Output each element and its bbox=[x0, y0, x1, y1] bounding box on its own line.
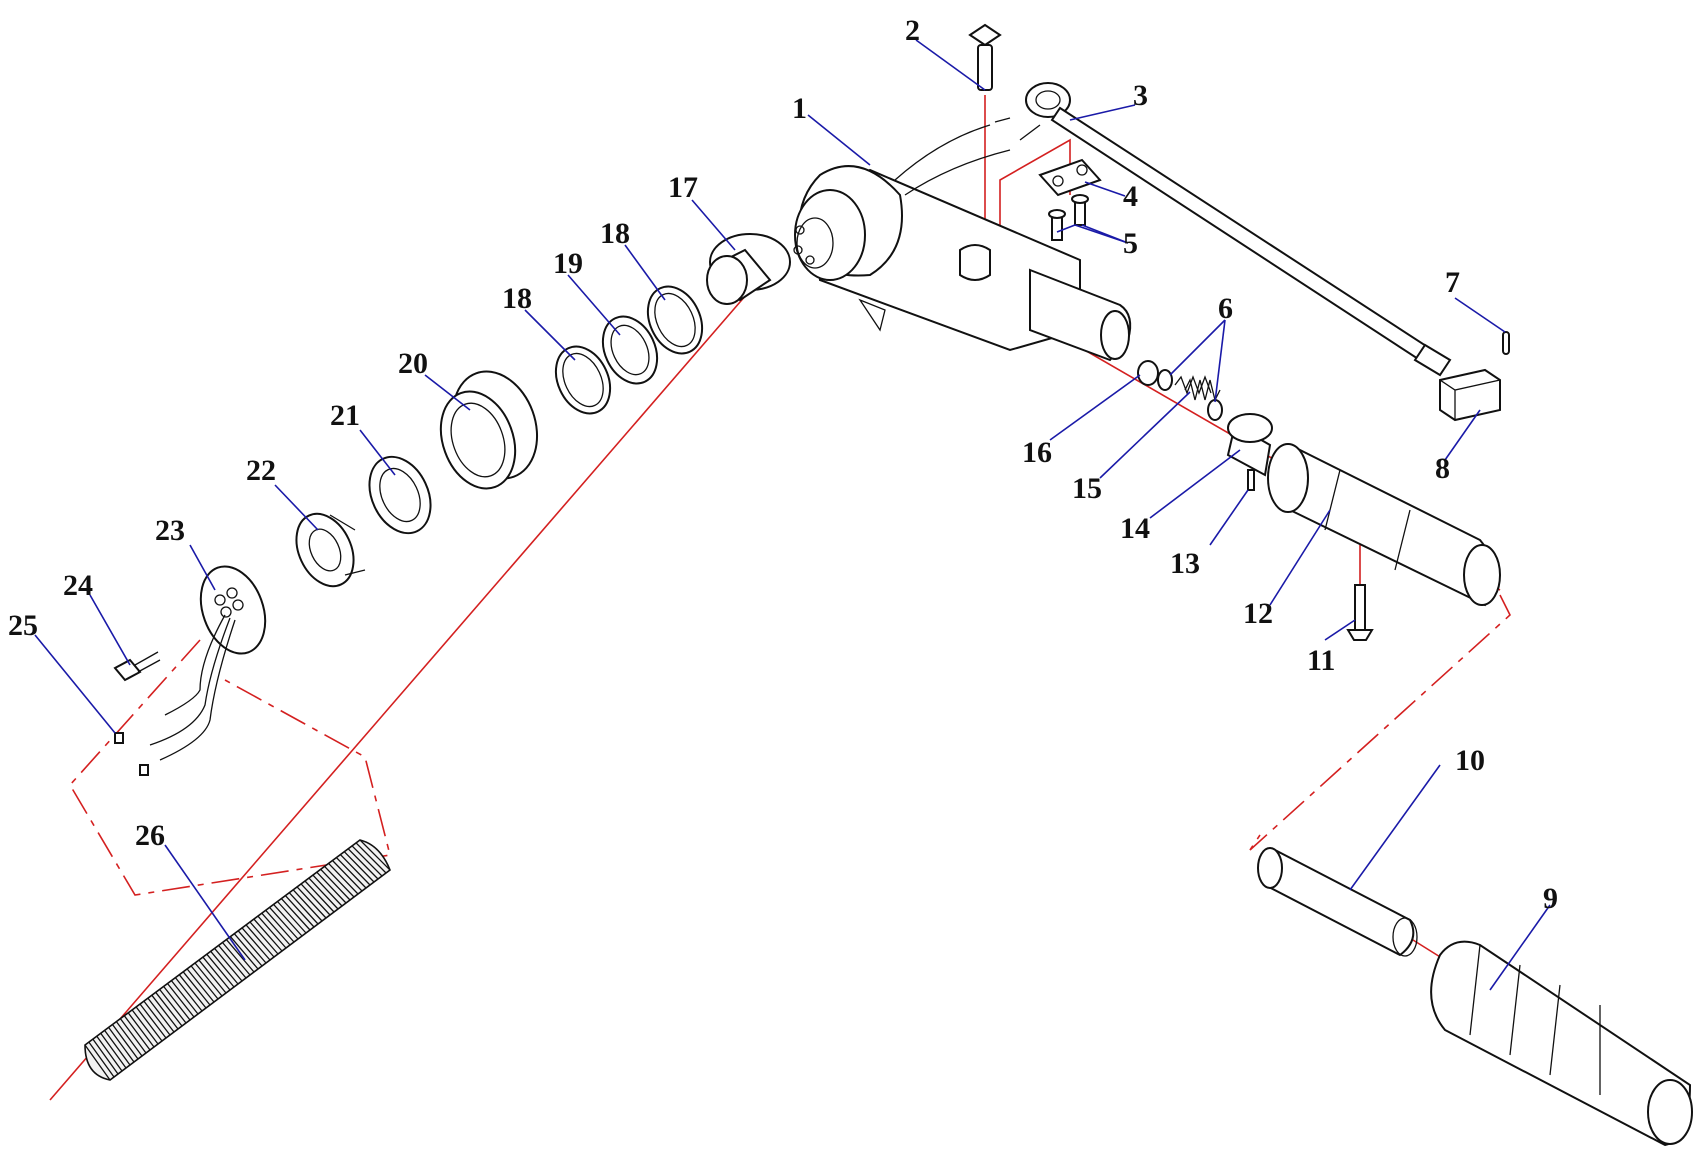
callout-13: 13 bbox=[1170, 547, 1200, 580]
main-axis-left bbox=[49, 249, 786, 1101]
callout-15: 15 bbox=[1072, 472, 1102, 505]
callout-12: 12 bbox=[1243, 597, 1273, 630]
callout-3: 3 bbox=[1133, 79, 1148, 112]
part-26-coil bbox=[84, 839, 391, 1081]
callout-19: 19 bbox=[553, 247, 583, 280]
callout-11: 11 bbox=[1307, 644, 1335, 677]
callout-8: 8 bbox=[1435, 452, 1450, 485]
callout-4: 4 bbox=[1123, 180, 1138, 213]
callout-1: 1 bbox=[792, 92, 807, 125]
callout-14: 14 bbox=[1120, 512, 1150, 545]
callout-2: 2 bbox=[905, 14, 920, 47]
callout-6: 6 bbox=[1218, 292, 1233, 325]
callout-18a: 18 bbox=[600, 217, 630, 250]
part-18-ring-right bbox=[646, 285, 704, 355]
part-5-screws bbox=[1048, 194, 1089, 241]
part-16-bushing bbox=[1137, 360, 1159, 386]
callout-22: 22 bbox=[246, 454, 276, 487]
callout-9: 9 bbox=[1543, 882, 1558, 915]
part-2-wing-pin bbox=[968, 23, 1002, 91]
part-9-grip bbox=[1430, 940, 1693, 1147]
part-18-ring-left bbox=[554, 345, 612, 415]
callout-24: 24 bbox=[63, 569, 93, 602]
part-15-spring bbox=[1184, 378, 1221, 402]
part-20-nut bbox=[439, 370, 539, 490]
part-22-flanged-sleeve bbox=[295, 512, 366, 588]
part-19-tab-washer bbox=[601, 315, 659, 385]
part-7-cotter-pin bbox=[1502, 331, 1510, 355]
part-23-terminal-disc bbox=[149, 565, 267, 761]
part-17-flange-bushing bbox=[706, 233, 791, 305]
part-1-housing bbox=[793, 124, 1132, 362]
part-8-bracket bbox=[1439, 368, 1501, 422]
part-24-bolt bbox=[113, 651, 161, 682]
callout-25: 25 bbox=[8, 609, 38, 642]
part-11-screw bbox=[1346, 584, 1374, 641]
part-10-cylinder bbox=[1257, 847, 1418, 957]
callout-5: 5 bbox=[1123, 227, 1138, 260]
part-25-screw bbox=[114, 732, 124, 744]
callout-26: 26 bbox=[135, 819, 165, 852]
callout-18b: 18 bbox=[502, 282, 532, 315]
part-6-washers bbox=[1157, 369, 1223, 421]
dash-box-26 bbox=[69, 639, 391, 896]
part-13-set-screw bbox=[1247, 469, 1255, 491]
leader-lines bbox=[34, 39, 1551, 991]
callout-10: 10 bbox=[1455, 744, 1485, 777]
part-4-plate bbox=[1038, 158, 1102, 197]
callout-21: 21 bbox=[330, 399, 360, 432]
dash-axis-10 bbox=[1249, 594, 1511, 851]
callout-23: 23 bbox=[155, 514, 185, 547]
parts bbox=[84, 23, 1693, 1147]
callouts: 1 2 3 4 5 6 7 8 9 10 11 12 13 14 15 16 1… bbox=[8, 14, 1558, 915]
callout-17: 17 bbox=[668, 171, 698, 204]
part-12-sleeve bbox=[1267, 443, 1501, 607]
callout-16: 16 bbox=[1022, 436, 1052, 469]
part-21-washer bbox=[368, 455, 432, 535]
callout-7: 7 bbox=[1445, 266, 1460, 299]
part-14-collar bbox=[1226, 413, 1273, 477]
callout-20: 20 bbox=[398, 347, 428, 380]
part-3-rod bbox=[994, 82, 1452, 377]
